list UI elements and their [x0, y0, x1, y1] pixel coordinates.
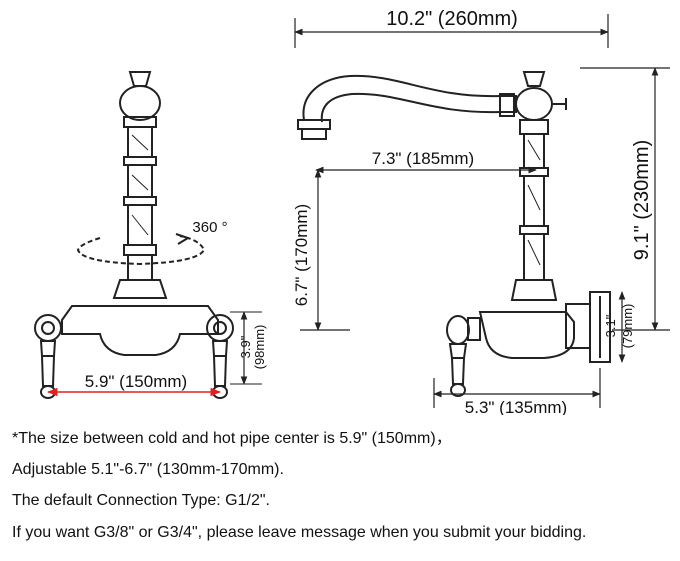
front-dimensions: [46, 311, 262, 397]
note-alternative-connection: If you want G3/8" or G3/4", please leave…: [12, 524, 587, 541]
handle-height-mm-label: (98mm): [252, 325, 267, 370]
wall-depth-label: 5.3" (135mm): [465, 398, 567, 415]
note-pipe-center: *The size between cold and hot pipe cent…: [12, 430, 452, 447]
overall-width-label: 10.2" (260mm): [386, 8, 518, 30]
handle-height-inch-label: 3.9": [238, 335, 253, 358]
side-dimensions: [294, 14, 670, 408]
note-adjustable-range: Adjustable 5.1"-6.7" (130mm-170mm).: [12, 461, 284, 478]
spout-height-label: 6.7" (170mm): [292, 204, 311, 306]
flange-height-mm-label: (79mm): [620, 304, 635, 349]
side-view: [297, 71, 611, 397]
faucet-dimension-diagram: 10.2" (260mm) 7.3" (185mm) 6.7" (170mm) …: [34, 8, 670, 415]
overall-height-label: 9.1" (230mm): [631, 140, 653, 260]
front-view: [34, 71, 234, 399]
note-connection-type: The default Connection Type: G1/2".: [12, 492, 270, 509]
pipe-center-label: 5.9" (150mm): [85, 372, 187, 391]
spout-reach-label: 7.3" (185mm): [372, 149, 474, 168]
flange-height-inch-label: 3.1": [603, 314, 618, 337]
rotation-label: 360 °: [192, 219, 227, 236]
